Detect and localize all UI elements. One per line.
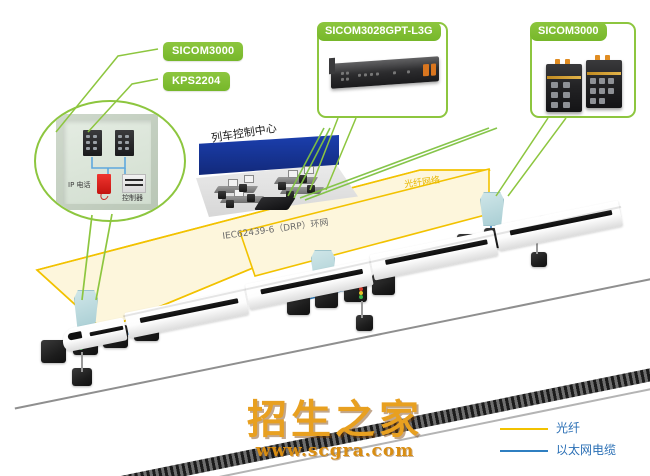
device-photo-din-switch[interactable]: SICOM3000 — [530, 22, 636, 118]
legend: 光纤 以太网电缆 — [500, 418, 640, 462]
controller-label: 控制器 — [122, 194, 143, 202]
device-photo-rack-switch-title: SICOM3028GPT-L3G — [317, 22, 441, 41]
ip-phone-device — [97, 174, 111, 194]
watermark-url: www.scgra.com — [255, 441, 415, 461]
controller-device — [122, 174, 146, 193]
watermark-title: 招生之家 — [247, 396, 423, 443]
legend-swatch-ethernet — [500, 450, 548, 452]
watermark: 招生之家 www.scgra.com — [245, 398, 425, 461]
din-switch-graphic-b — [586, 55, 622, 108]
legend-swatch-fiber — [500, 428, 548, 430]
cabinet-zoom-bubble: IP 电话 控制器 — [34, 100, 186, 222]
callout-pill-sicom3000-cabinet[interactable]: SICOM3000 — [163, 42, 244, 61]
legend-item-fiber: 光纤 — [500, 418, 640, 440]
cabinet-switch-sicom3000 — [83, 130, 102, 156]
din-switch-graphic-a — [546, 59, 582, 112]
callout-pill-kps2204-cabinet[interactable]: KPS2204 — [163, 72, 230, 91]
cabinet-switch-kps2204 — [115, 130, 134, 156]
legend-label-ethernet: 以太网电缆 — [556, 443, 617, 457]
device-photo-rack-switch[interactable]: SICOM3028GPT-L3G — [317, 22, 448, 118]
ip-phone-label: IP 电话 — [68, 181, 91, 189]
legend-item-ethernet: 以太网电缆 — [500, 440, 640, 462]
legend-label-fiber: 光纤 — [556, 421, 581, 435]
device-photo-din-switch-title: SICOM3000 — [530, 22, 607, 41]
